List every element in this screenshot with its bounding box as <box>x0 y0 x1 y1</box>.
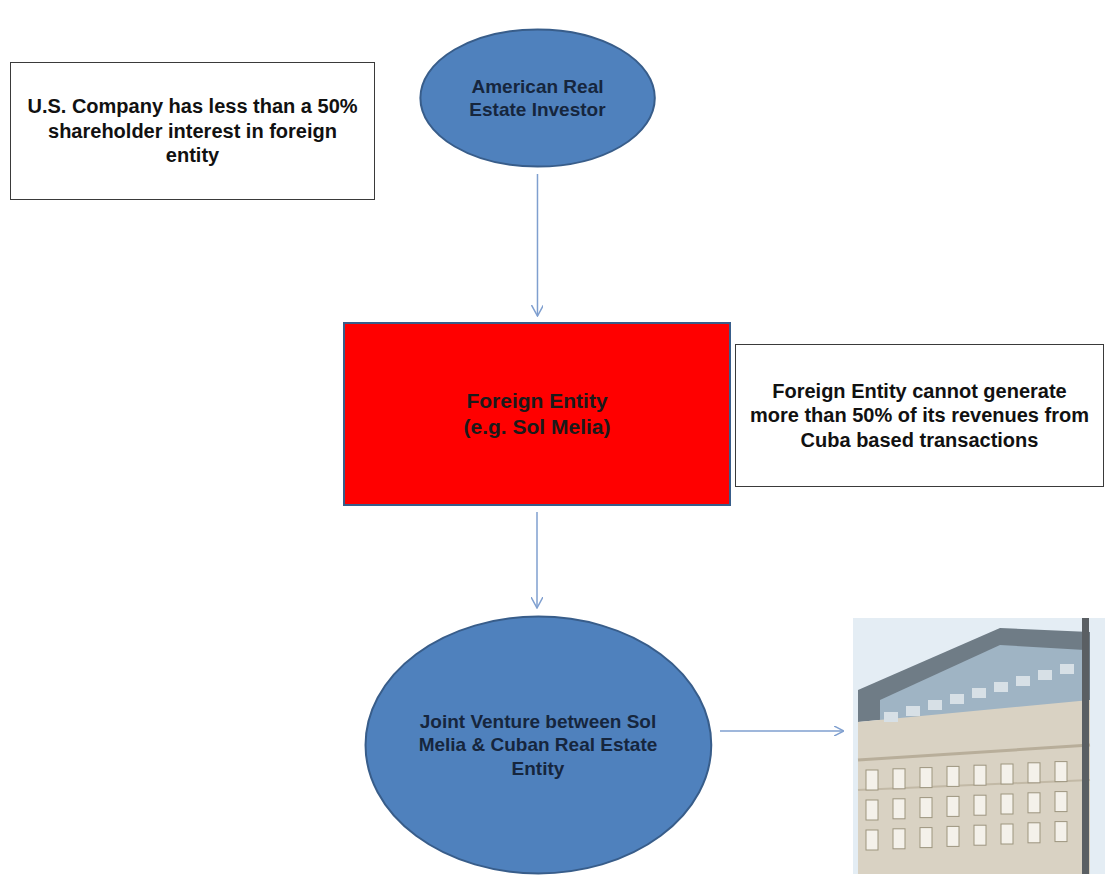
window <box>1001 794 1013 814</box>
window <box>1055 792 1067 812</box>
cornice <box>858 745 1090 760</box>
photo-sky <box>853 618 1105 874</box>
flow-arrow <box>537 174 539 316</box>
window <box>974 825 986 845</box>
foreign-entity-box: Foreign Entity(e.g. Sol Melia) <box>343 322 731 506</box>
balcony <box>884 712 898 722</box>
joint-venture-ellipse: Joint Venture between Sol Melia & Cuban … <box>362 614 715 876</box>
balcony <box>972 688 986 698</box>
balcony <box>906 706 920 716</box>
window <box>866 800 878 820</box>
window <box>1028 763 1040 783</box>
window <box>974 795 986 815</box>
ellipse-shape <box>420 29 654 166</box>
pointer-arrow <box>720 730 843 732</box>
node-text: U.S. Company has less than a 50% shareho… <box>23 94 363 167</box>
window <box>947 796 959 816</box>
window <box>1055 822 1067 842</box>
street-pole <box>1082 618 1089 874</box>
window <box>1001 764 1013 784</box>
balcony <box>1016 676 1030 686</box>
window <box>1028 793 1040 813</box>
window <box>947 826 959 846</box>
node-text: Foreign Entity <box>466 388 607 414</box>
window <box>866 830 878 850</box>
ellipse-outline <box>418 28 657 168</box>
window <box>920 828 932 848</box>
flow-arrow <box>536 512 538 608</box>
window <box>947 766 959 786</box>
node-text: Joint Venture between Sol Melia & Cuban … <box>418 710 658 780</box>
note-box: U.S. Company has less than a 50% shareho… <box>10 62 375 200</box>
balcony <box>928 700 942 710</box>
balcony <box>950 694 964 704</box>
window <box>974 765 986 785</box>
balcony <box>1060 664 1074 674</box>
window <box>866 770 878 790</box>
balcony <box>994 682 1008 692</box>
node-text: American Real Estate Investor <box>457 75 617 121</box>
window <box>1001 824 1013 844</box>
ellipse-shape <box>365 617 711 874</box>
node-text: (e.g. Sol Melia) <box>463 414 610 440</box>
building-facade <box>858 700 1090 874</box>
window <box>893 769 905 789</box>
balcony <box>1038 670 1052 680</box>
window <box>893 799 905 819</box>
investor-ellipse: American Real Estate Investor <box>418 28 657 168</box>
node-text: Foreign Entity cannot generate more than… <box>747 379 1092 452</box>
window <box>1028 823 1040 843</box>
note-box: Foreign Entity cannot generate more than… <box>735 344 1104 487</box>
window <box>920 768 932 788</box>
building-windows <box>866 664 1074 850</box>
window <box>893 829 905 849</box>
window <box>1055 762 1067 782</box>
window <box>920 798 932 818</box>
